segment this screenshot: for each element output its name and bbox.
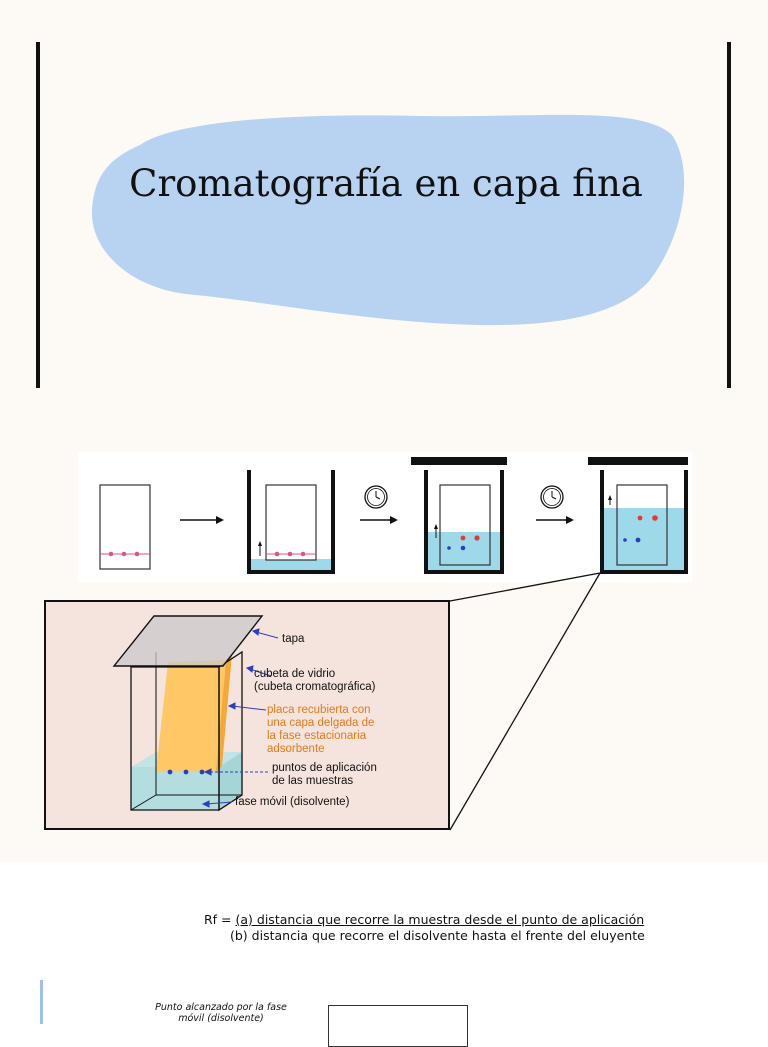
process-svg: [99, 457, 688, 574]
chamber-closed-mid: [411, 457, 507, 574]
bottom-accent-bar: [40, 980, 43, 1024]
chamber-open: [247, 470, 335, 574]
tlc-process-diagram: [78, 452, 692, 582]
rf-formula: Rf = (a) distancia que recorre la muestr…: [204, 912, 645, 943]
formula-denominator: (b) distancia que recorre el disolvente …: [230, 928, 645, 943]
formula-lhs: Rf =: [204, 912, 236, 927]
slide: Cromatografía en capa fina: [36, 42, 731, 831]
label-cubeta: cubeta de vidrio (cubeta cromatográfica): [254, 668, 376, 693]
clock-icon: [364, 485, 388, 509]
figure-box: [328, 1005, 468, 1047]
plate-alone: [99, 484, 151, 570]
formula-numerator: (a) distancia que recorre la muestra des…: [235, 912, 645, 927]
slide-title: Cromatografía en capa fina: [129, 162, 643, 205]
arrow-2: [360, 516, 398, 524]
label-puntos: puntos de aplicación de las muestras: [272, 762, 377, 787]
clock-icon: [540, 485, 564, 509]
label-fase-movil: fase móvil (disolvente): [235, 796, 350, 808]
chamber-detail-panel: tapa cubeta de vidrio (cubeta cromatográ…: [44, 600, 450, 830]
chamber-closed-final: [588, 457, 688, 574]
zoom-lines: [449, 572, 601, 831]
right-vertical-bar: [727, 42, 731, 388]
chamber-3d-svg: [112, 615, 279, 812]
arrow-1: [180, 516, 224, 524]
figure-label: Punto alcanzado por la fase móvil (disol…: [155, 1002, 287, 1024]
left-vertical-bar: [36, 42, 40, 388]
label-placa: placa recubierta con una capa delgada de…: [267, 704, 375, 755]
label-tapa: tapa: [282, 633, 305, 645]
title-blob: [91, 114, 685, 326]
arrow-3: [536, 516, 574, 524]
